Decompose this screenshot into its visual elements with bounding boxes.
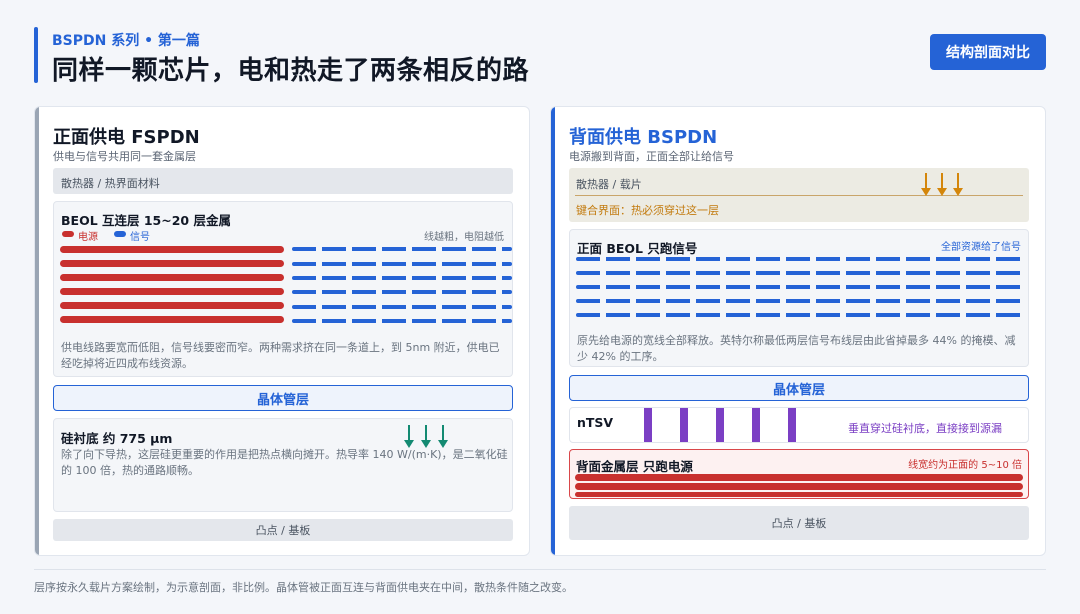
power-line: [60, 260, 284, 267]
backside-width-note: 线宽约为正面的 5~10 倍: [908, 460, 1022, 471]
front-beol-title: 正面 BEOL 只跑信号: [577, 241, 698, 256]
heat-flow-arrow-icon: [921, 173, 931, 197]
transistor-layer: 晶体管层: [569, 375, 1029, 401]
signal-line: [292, 262, 512, 266]
bond-interface-line: [575, 195, 1023, 196]
bump-label: 凸点 / 基板: [771, 517, 827, 530]
panel-accent-bar: [35, 107, 39, 555]
carrier-layer: 散热器 / 载片 键合界面：热必须穿过这一层: [569, 168, 1029, 222]
substrate-title: 硅衬底 约 775 µm: [61, 431, 173, 446]
power-line: [575, 483, 1023, 490]
carrier-label: 散热器 / 载片: [576, 178, 642, 191]
legend-signal-swatch: [114, 231, 126, 237]
header-accent-bar: [34, 27, 38, 83]
beol-description: 供电线路要宽而低阻，信号线要密而窄。两种需求挤在同一条道上，到 5nm 附近，供…: [61, 341, 500, 370]
power-line: [60, 246, 284, 253]
footer-note: 层序按永久载片方案绘制，为示意剖面，非比例。晶体管被正面互连与背面供电夹在中间，…: [34, 581, 573, 594]
fspdn-subtitle: 供电与信号共用同一套金属层: [53, 150, 196, 163]
legend-power-swatch: [62, 231, 74, 237]
power-line: [575, 492, 1023, 497]
heat-sink-label: 散热器 / 热界面材料: [61, 177, 160, 190]
signal-line: [576, 257, 1026, 261]
ntsv-note: 垂直穿过硅衬底，直接接到源漏: [848, 422, 1002, 435]
series-label: BSPDN 系列 • 第一篇: [52, 33, 200, 49]
ntsv-via: [680, 408, 688, 442]
signal-line: [576, 313, 1026, 317]
ntsv-via: [752, 408, 760, 442]
fspdn-panel: 正面供电 FSPDN 供电与信号共用同一套金属层 散热器 / 热界面材料 BEO…: [34, 106, 530, 556]
substrate-layer: 硅衬底 约 775 µm 除了向下导热，这层硅更重要的作用是把热点横向摊开。热导…: [53, 418, 513, 512]
beol-layer: BEOL 互连层 15~20 层金属 电源 信号 线越粗，电阻越低 供电线路要宽…: [53, 201, 513, 377]
power-line: [60, 302, 284, 309]
all-signal-note: 全部资源给了信号: [941, 242, 1021, 253]
bond-interface-note: 键合界面：热必须穿过这一层: [576, 204, 719, 217]
fspdn-title: 正面供电 FSPDN: [53, 127, 200, 148]
ntsv-via: [788, 408, 796, 442]
transistor-layer: 晶体管层: [53, 385, 513, 411]
backside-metal-title: 背面金属层 只跑电源: [576, 459, 693, 474]
legend-signal-label: 信号: [130, 232, 150, 243]
power-line: [575, 474, 1023, 481]
front-beol-layer: 正面 BEOL 只跑信号 全部资源给了信号 原先给电源的宽线全部释放。英特尔称最…: [569, 229, 1029, 367]
power-line: [60, 274, 284, 281]
heat-flow-arrow-icon: [421, 425, 431, 449]
ntsv-via: [644, 408, 652, 442]
signal-line: [576, 299, 1026, 303]
bump-substrate-layer: 凸点 / 基板: [569, 506, 1029, 540]
power-line: [60, 316, 284, 323]
bspdn-title: 背面供电 BSPDN: [569, 127, 718, 148]
structure-compare-button[interactable]: 结构剖面对比: [930, 34, 1046, 70]
ntsv-via: [716, 408, 724, 442]
backside-metal-layer: 背面金属层 只跑电源 线宽约为正面的 5~10 倍: [569, 449, 1029, 499]
signal-line: [292, 276, 512, 280]
footer-divider: [34, 569, 1046, 570]
signal-line: [576, 271, 1026, 275]
signal-line: [292, 319, 512, 323]
power-line: [60, 288, 284, 295]
signal-line: [292, 247, 512, 251]
heat-flow-arrow-icon: [953, 173, 963, 197]
ntsv-label: nTSV: [577, 415, 614, 430]
heat-flow-arrow-icon: [404, 425, 414, 449]
bump-label: 凸点 / 基板: [255, 524, 311, 537]
page-title: 同样一颗芯片，电和热走了两条相反的路: [52, 56, 530, 86]
substrate-description: 除了向下导热，这层硅更重要的作用是把热点横向摊开。热导率 140 W/(m·K)…: [61, 448, 508, 477]
heat-flow-arrow-icon: [438, 425, 448, 449]
bump-substrate-layer: 凸点 / 基板: [53, 519, 513, 541]
bspdn-panel: 背面供电 BSPDN 电源搬到背面，正面全部让给信号 散热器 / 载片 键合界面…: [550, 106, 1046, 556]
thicker-note: 线越粗，电阻越低: [424, 232, 504, 243]
panel-accent-bar: [551, 107, 555, 555]
signal-line: [292, 290, 512, 294]
heat-flow-arrow-icon: [937, 173, 947, 197]
signal-line: [576, 285, 1026, 289]
signal-line: [292, 305, 512, 309]
bspdn-subtitle: 电源搬到背面，正面全部让给信号: [569, 150, 734, 163]
legend-power-label: 电源: [78, 232, 98, 243]
front-beol-description: 原先给电源的宽线全部释放。英特尔称最低两层信号布线层由此省掉最多 44% 的掩模…: [577, 334, 1016, 363]
ntsv-layer: nTSV 垂直穿过硅衬底，直接接到源漏: [569, 407, 1029, 443]
heat-sink-layer: 散热器 / 热界面材料: [53, 168, 513, 194]
beol-title: BEOL 互连层 15~20 层金属: [61, 213, 231, 228]
